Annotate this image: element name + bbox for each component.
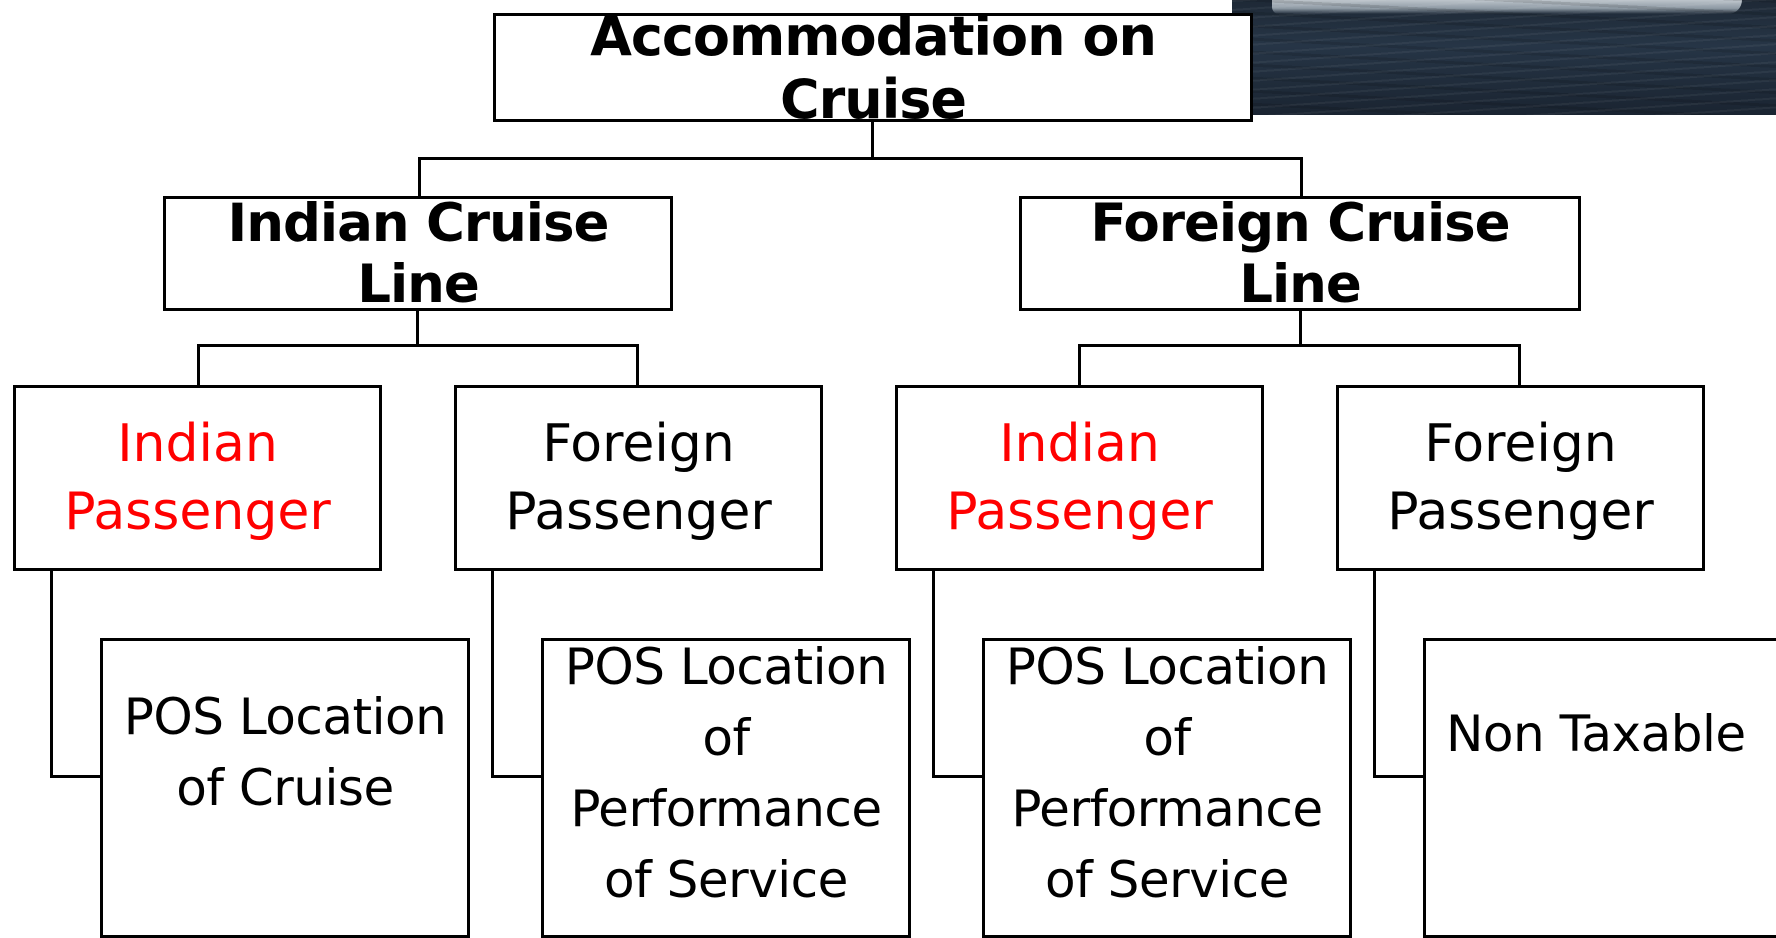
connector-line: [50, 569, 53, 778]
rule-label: POS Location of Performance of Service: [564, 638, 888, 909]
root-node-accommodation: Accommodation on Cruise: [493, 5, 1253, 131]
connector-line: [1373, 775, 1426, 778]
rule-label: Non Taxable: [1446, 704, 1746, 763]
node-label-line2: Passenger: [505, 482, 772, 542]
sea-waves: [1232, 0, 1776, 115]
connector-line: [636, 344, 639, 386]
node-foreign-cruise-line: Foreign Cruise Line: [1019, 193, 1581, 315]
connector-line: [1078, 344, 1521, 347]
node-label-line2: Passenger: [64, 482, 331, 542]
rule-pos-location-of-performance: POS Location of Performance of Service: [541, 638, 911, 938]
node-label-line1: Foreign: [542, 414, 735, 474]
node-foreign-line-indian-passenger: Indian Passenger: [895, 385, 1264, 571]
connector-line: [1518, 344, 1521, 386]
node-label-line1: Foreign: [1424, 414, 1617, 474]
rule-label: POS Location of Performance of Service: [1005, 638, 1329, 909]
node-label-line2: Passenger: [1387, 482, 1654, 542]
connector-line: [491, 569, 494, 778]
connector-line: [1299, 309, 1302, 346]
connector-line: [416, 309, 419, 346]
connector-line: [418, 157, 421, 198]
connector-line: [1300, 157, 1303, 198]
connector-line: [932, 569, 935, 778]
cruise-ship-photo: [1232, 0, 1776, 115]
node-label-line1: Indian: [999, 414, 1160, 474]
connector-line: [871, 119, 874, 159]
node-label: Indian Cruise Line: [227, 192, 610, 315]
node-label-line2: Passenger: [946, 482, 1213, 542]
node-label: Foreign Cruise Line: [1090, 192, 1510, 315]
connector-line: [932, 775, 985, 778]
rule-non-taxable: Non Taxable: [1423, 638, 1776, 938]
rule-pos-location-of-performance: POS Location of Performance of Service: [982, 638, 1352, 938]
connector-line: [1373, 569, 1376, 778]
connector-line: [50, 775, 103, 778]
node-foreign-line-foreign-passenger: Foreign Passenger: [1336, 385, 1705, 571]
node-indian-line-indian-passenger: Indian Passenger: [13, 385, 382, 571]
connector-line: [418, 157, 1303, 160]
ship-hull: [1272, 0, 1742, 14]
connector-line: [1078, 344, 1081, 386]
node-label-line1: Indian: [117, 414, 278, 474]
node-indian-cruise-line: Indian Cruise Line: [163, 193, 673, 315]
rule-label: POS Location of Cruise: [123, 688, 447, 817]
connector-line: [197, 344, 200, 386]
node-indian-line-foreign-passenger: Foreign Passenger: [454, 385, 823, 571]
root-node-label: Accommodation on Cruise: [590, 4, 1157, 131]
connector-line: [491, 775, 544, 778]
rule-pos-location-of-cruise: POS Location of Cruise: [100, 638, 470, 938]
connector-line: [197, 344, 639, 347]
